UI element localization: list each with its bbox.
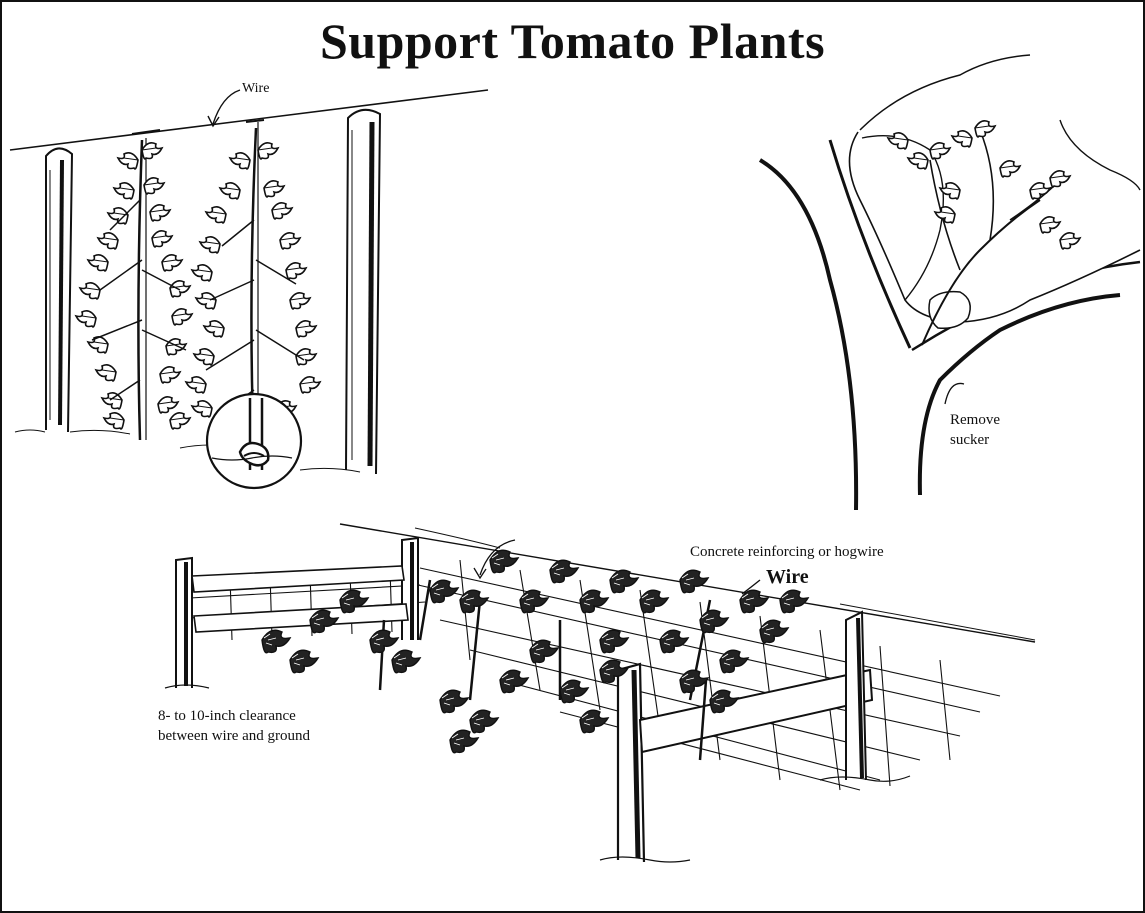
hand-icon xyxy=(848,54,1141,330)
tie-detail-inset xyxy=(205,392,303,490)
plant-2-leaves xyxy=(185,142,321,418)
plant-1-leaves xyxy=(75,142,193,430)
right-post xyxy=(345,108,382,475)
label-remove-line-2: sucker xyxy=(950,432,990,448)
label-clearance: 8- to 10-inch clearance between wire and… xyxy=(158,706,310,746)
side-branch xyxy=(917,293,1121,496)
fence-trellis-scene xyxy=(164,523,1036,863)
label-wire-top: Wire xyxy=(242,81,270,96)
overhead-wire xyxy=(9,89,489,151)
wire-arrow-icon xyxy=(741,579,761,595)
wire-arrow-icon xyxy=(212,89,241,125)
trellis-plant-foliage xyxy=(261,549,809,761)
label-remove-line-1: Remove xyxy=(950,412,1000,428)
label-clearance-line-1: 8- to 10-inch clearance xyxy=(158,708,296,724)
remove-sucker-scene xyxy=(758,54,1141,511)
front-post xyxy=(616,610,874,863)
main-stem xyxy=(758,158,859,511)
staked-plants-scene xyxy=(9,89,489,490)
label-concrete-reinforcing: Concrete reinforcing or hogwire xyxy=(690,544,884,560)
sucker-leaves xyxy=(887,120,1081,346)
label-remove-sucker: Remove sucker xyxy=(950,410,1000,450)
left-post xyxy=(45,147,74,433)
plant-1-stem xyxy=(137,139,144,441)
diagram-title: Support Tomato Plants xyxy=(319,13,826,69)
back-left-post xyxy=(175,536,419,688)
label-wire-bottom: Wire xyxy=(766,566,809,588)
label-clearance-line-2: between wire and ground xyxy=(158,728,311,744)
